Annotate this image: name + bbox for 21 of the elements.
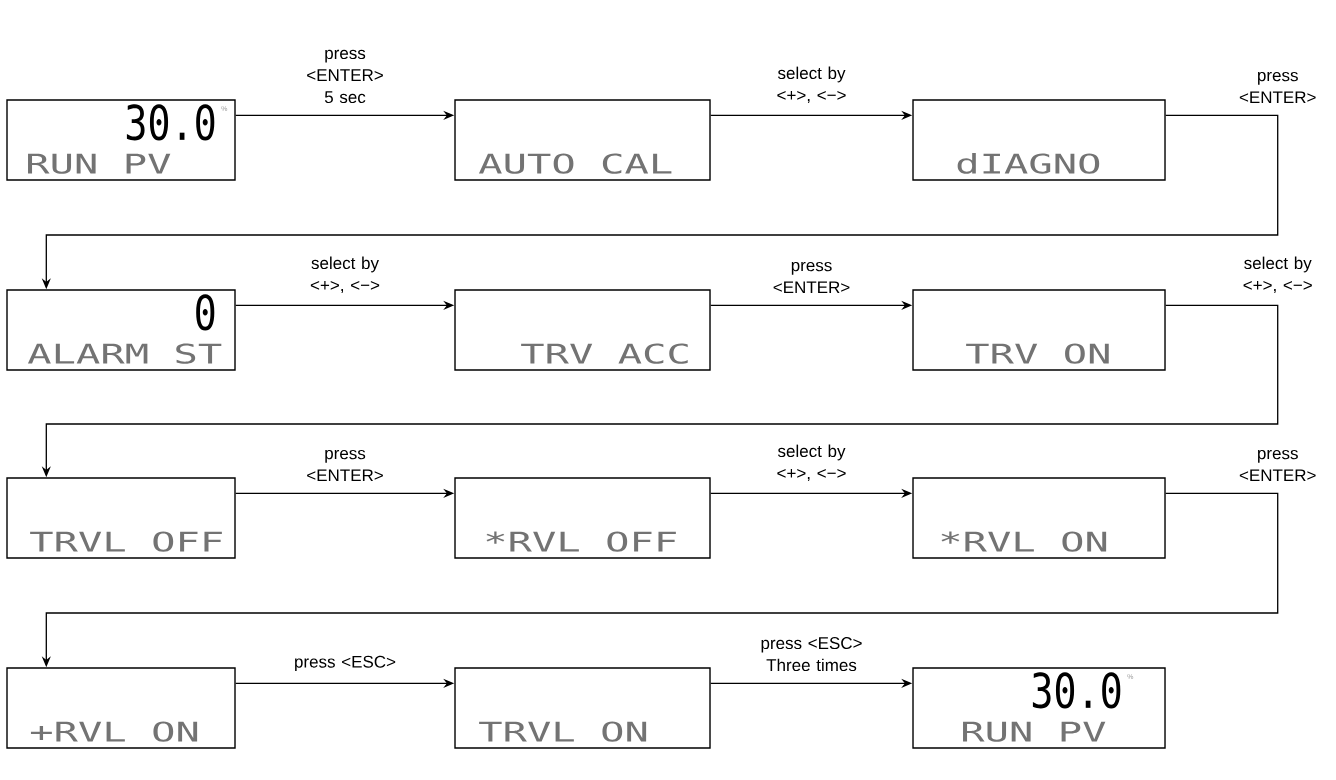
edge-label: press <ENTER> bbox=[773, 261, 850, 294]
edge-label: select by <+>, <−> bbox=[777, 444, 846, 482]
lcd-display: TRVL OFF bbox=[6, 477, 236, 559]
lcd-display: dIAGNO bbox=[912, 99, 1166, 181]
lcd-display: ALARM ST 0 bbox=[6, 289, 236, 371]
lcd-display: +RVL ON bbox=[6, 667, 236, 749]
lcd-display: TRVL ON bbox=[454, 667, 711, 749]
edge-label: press <ENTER> bbox=[1239, 449, 1316, 482]
edge-label: press <ENTER> bbox=[307, 449, 383, 482]
edge-label: select by <+>, <−> bbox=[1243, 256, 1312, 294]
edge-label: press <ENTER> 5 sec bbox=[307, 49, 383, 104]
lcd-display: *RVL ON bbox=[912, 477, 1166, 559]
lcd-display: TRV ON bbox=[912, 289, 1166, 371]
lcd-display: AUTO CAL bbox=[454, 99, 711, 181]
edge-label: press <ESC> bbox=[295, 655, 396, 672]
lcd-display: TRV ACC bbox=[454, 289, 711, 371]
edge-label: select by <+>, <−> bbox=[310, 256, 380, 294]
edge-label: select by <+>, <−> bbox=[777, 66, 846, 104]
lcd-display: *RVL OFF bbox=[454, 477, 711, 559]
edge-label: press <ESC> Three times bbox=[761, 637, 862, 672]
edge-label: press <ENTER> bbox=[1239, 71, 1316, 104]
